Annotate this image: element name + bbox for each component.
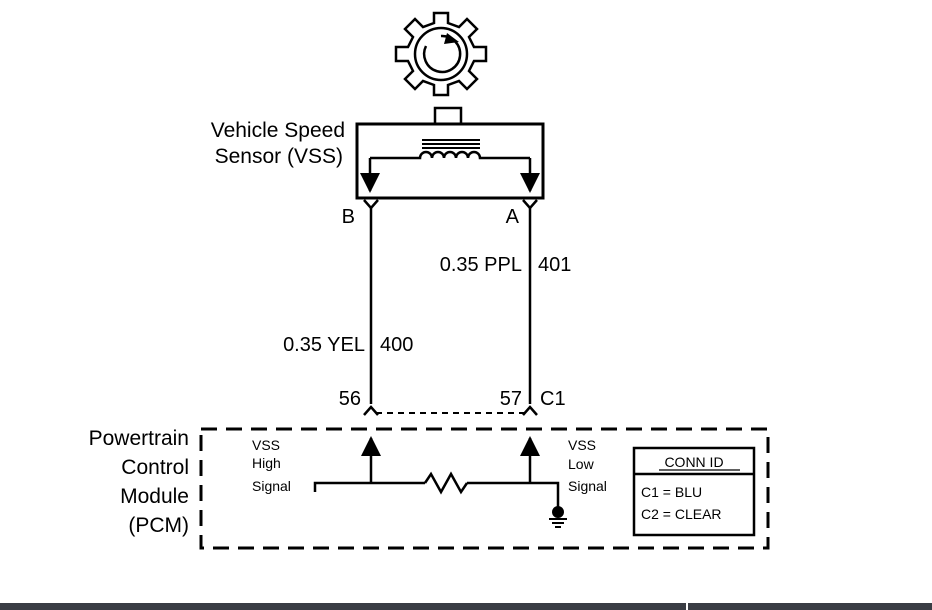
conn-id-box: CONN ID C1 = BLU C2 = CLEAR	[632, 446, 756, 537]
connector-c1: C1	[540, 388, 566, 410]
pcm-name-line1: Powertrain	[89, 427, 189, 450]
pcm-name-line4: (PCM)	[128, 514, 189, 537]
conn-id-title: CONN ID	[664, 454, 723, 470]
pcm-name-line2: Control	[121, 456, 189, 479]
sensor-name-line2: Sensor (VSS)	[215, 145, 343, 168]
conn-id-row-c2: C2 = CLEAR	[641, 506, 722, 522]
sensor-name-line1: Vehicle Speed	[211, 119, 345, 142]
pcm-pin-57: 57	[500, 388, 522, 410]
coil-icon	[370, 150, 530, 160]
pcm-internal-circuit	[313, 436, 560, 508]
left-wire-color: 0.35 YEL	[283, 334, 365, 356]
footer-divider	[686, 603, 688, 610]
right-wire-circuit: 401	[538, 254, 571, 276]
resistor-icon	[423, 471, 469, 495]
left-wire-circuit: 400	[380, 334, 413, 356]
right-wire-color: 0.35 PPL	[440, 254, 522, 276]
tone-wheel-icon	[394, 11, 488, 97]
conn-id-row-c1: C1 = BLU	[641, 484, 702, 500]
low-signal-line2: Low	[568, 456, 595, 472]
high-signal-line2: High	[252, 455, 281, 471]
wiring	[363, 199, 538, 416]
ground-icon	[549, 506, 567, 528]
pcm-box	[199, 427, 770, 550]
footer-bar	[0, 603, 932, 610]
sensor-pin-b: B	[342, 206, 355, 228]
pcm-name-line3: Module	[120, 485, 189, 508]
pcm-pin-56: 56	[339, 388, 361, 410]
low-signal-line3: Signal	[568, 478, 607, 494]
low-signal-line1: VSS	[568, 437, 596, 453]
sensor-pin-a: A	[506, 206, 520, 228]
high-signal-line3: Signal	[252, 478, 291, 494]
high-signal-line1: VSS	[252, 437, 280, 453]
vss-sensor-body	[355, 106, 545, 200]
